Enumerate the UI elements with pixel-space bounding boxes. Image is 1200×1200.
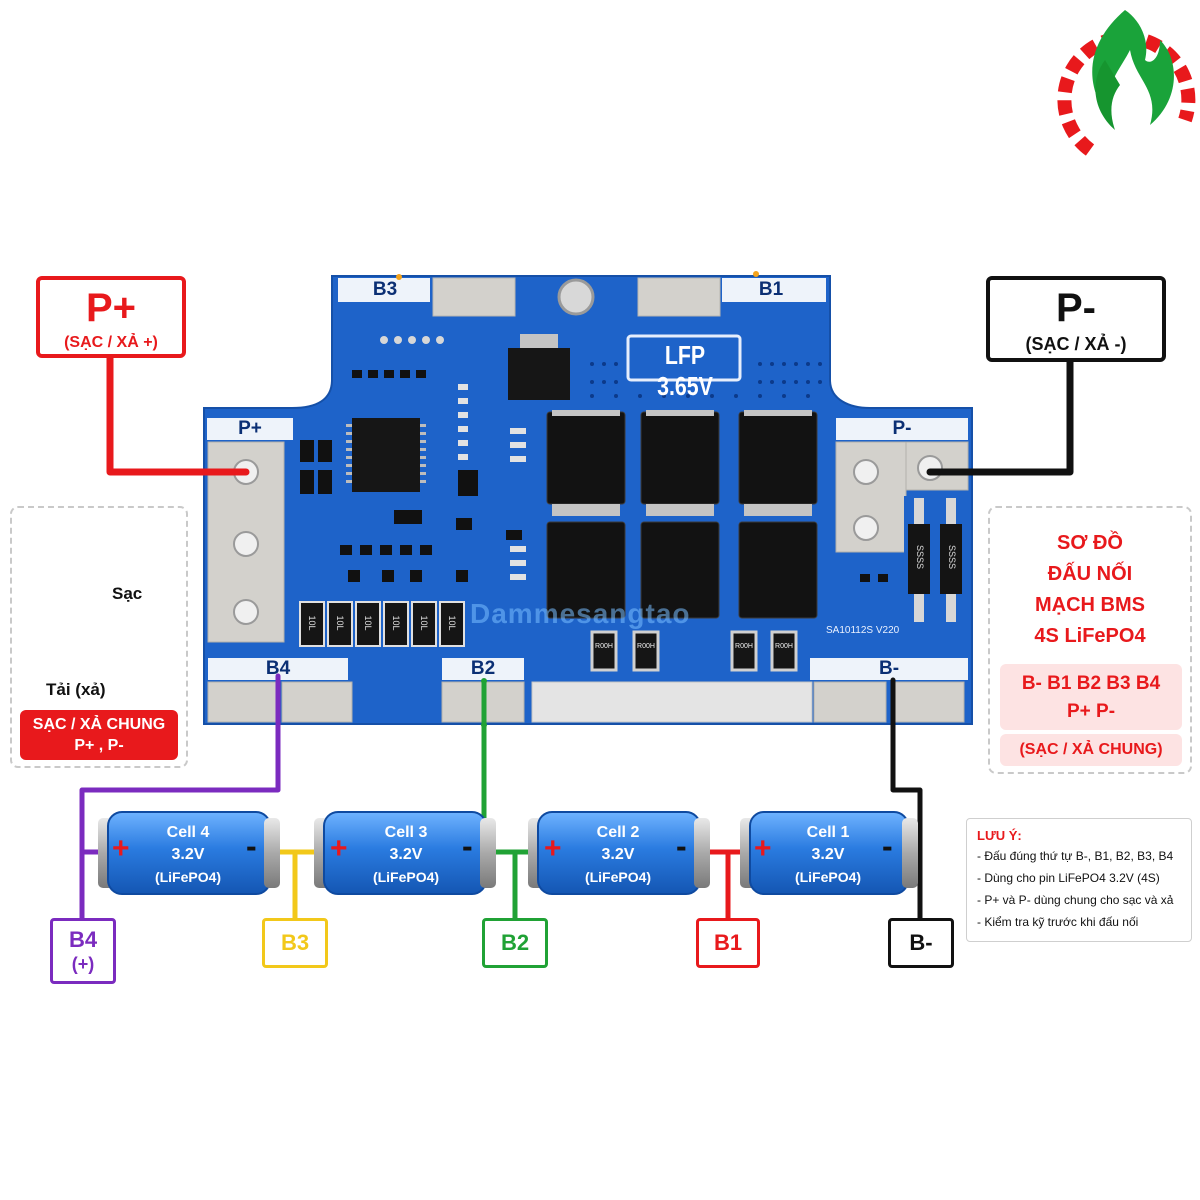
cell-2-body bbox=[528, 811, 710, 895]
cell-2-chem: (LiFePO4) bbox=[584, 869, 652, 885]
resistor-mark-2: 10L bbox=[335, 615, 345, 631]
wire-p-plus bbox=[106, 348, 250, 476]
shared-badge-line1: SẠC / XẢ CHUNG bbox=[32, 716, 166, 733]
cell-4-plus: + bbox=[112, 832, 130, 865]
notes-heading: LƯU Ý: bbox=[977, 828, 1022, 843]
cell-4-label: Cell 4 3.2V (LiFePO4) bbox=[130, 822, 246, 888]
battery-cells bbox=[98, 811, 918, 895]
cell-3-voltage: 3.2V bbox=[389, 846, 423, 863]
resistor-mark-6: 10L bbox=[447, 615, 457, 631]
terminal-b4: B4 (+) bbox=[50, 918, 116, 984]
shunt-mark-3: R00H bbox=[735, 643, 753, 650]
charger-label: Sạc bbox=[112, 584, 143, 603]
pad-label-b1: B1 bbox=[758, 279, 784, 300]
resistor-mark-1: 10L bbox=[307, 615, 317, 631]
order-line-2: P+ P- bbox=[1066, 701, 1116, 722]
cell-1-plus: + bbox=[754, 832, 772, 865]
cell-2-name: Cell 2 bbox=[596, 824, 640, 841]
cell-3-body bbox=[314, 811, 496, 895]
cell-3-name: Cell 3 bbox=[384, 824, 428, 841]
cell-1-label: Cell 1 3.2V (LiFePO4) bbox=[770, 822, 886, 888]
p-minus-callout-title: P- bbox=[1056, 286, 1096, 330]
terminal-b2: B2 bbox=[482, 918, 548, 968]
notes-box: LƯU Ý: - Đấu đúng thứ tự B-, B1, B2, B3,… bbox=[966, 818, 1192, 942]
diode-mark-2: SSSS bbox=[947, 544, 957, 569]
cell-3-label: Cell 3 3.2V (LiFePO4) bbox=[348, 822, 464, 888]
pad-label-b3: B3 bbox=[372, 279, 398, 300]
title-line-3: MẠCH BMS bbox=[1035, 594, 1145, 616]
title-line-4: 4S LiFePO4 bbox=[1034, 625, 1146, 647]
p-plus-callout-subtitle: (SẠC / XẢ +) bbox=[64, 334, 158, 351]
cell-4-voltage: 3.2V bbox=[171, 846, 205, 863]
wire-p-minus bbox=[926, 352, 1074, 476]
title-line-1: SƠ ĐỒ bbox=[1057, 532, 1123, 554]
flame-gear-logo bbox=[1057, 10, 1196, 156]
terminal-b3: B3 bbox=[262, 918, 328, 968]
cell-4-body bbox=[98, 811, 280, 895]
cell-3-minus: - bbox=[462, 828, 473, 864]
p-minus-callout-subtitle: (SẠC / XẢ -) bbox=[1025, 334, 1127, 354]
shared-charge-badge: SẠC / XẢ CHUNG P+ , P- bbox=[20, 710, 178, 760]
p-plus-callout-title: P+ bbox=[85, 286, 137, 330]
cell-2-minus: - bbox=[676, 828, 687, 864]
shunt-mark-4: R00H bbox=[775, 643, 793, 650]
cell-3-plus: + bbox=[330, 832, 348, 865]
note-item: - Đấu đúng thứ tự B-, B1, B2, B3, B4 bbox=[977, 849, 1174, 863]
cell-4-name: Cell 4 bbox=[166, 824, 210, 841]
note-item: - P+ và P- dùng chung cho sạc và xả bbox=[977, 893, 1174, 907]
order-line-3: (SẠC / XẢ CHUNG) bbox=[1000, 734, 1182, 766]
p-minus-callout: P- (SẠC / XẢ -) bbox=[986, 276, 1166, 362]
pad-label-p-minus: P- bbox=[892, 418, 912, 439]
note-item: - Kiểm tra kỹ trước khi đấu nối bbox=[977, 915, 1139, 929]
wire-b4 bbox=[79, 673, 281, 855]
p-plus-callout: P+ (SẠC / XẢ +) bbox=[36, 276, 186, 358]
resistor-mark-4: 10L bbox=[391, 615, 401, 631]
note-item: - Dùng cho pin LiFePO4 3.2V (4S) bbox=[977, 871, 1160, 885]
cell-1-voltage: 3.2V bbox=[811, 846, 845, 863]
diode-mark-1: SSSS bbox=[915, 544, 925, 569]
right-panel-title: SƠ ĐỒ ĐẤU NỐI MẠCH BMS 4S LiFePO4 bbox=[990, 528, 1190, 652]
terminal-b4-label: B4 bbox=[68, 927, 98, 952]
terminal-b1: B1 bbox=[696, 918, 760, 968]
shared-badge-line2: P+ , P- bbox=[74, 737, 124, 754]
wiring-order-box: B- B1 B2 B3 B4 P+ P- bbox=[1000, 664, 1182, 730]
cell-2-label: Cell 2 3.2V (LiFePO4) bbox=[560, 822, 676, 888]
shunt-mark-2: R00H bbox=[637, 643, 655, 650]
cell-1-minus: - bbox=[882, 828, 893, 864]
order-line-1: B- B1 B2 B3 B4 bbox=[1021, 673, 1161, 694]
cell-2-voltage: 3.2V bbox=[601, 846, 635, 863]
shunt-mark-1: R00H bbox=[595, 643, 613, 650]
notes-list: - Đấu đúng thứ tự B-, B1, B2, B3, B4 - D… bbox=[977, 845, 1181, 933]
resistor-mark-5: 10L bbox=[419, 615, 429, 631]
cell-1-name: Cell 1 bbox=[806, 824, 850, 841]
pad-label-b-minus: B- bbox=[878, 658, 900, 679]
pad-label-b2: B2 bbox=[470, 658, 496, 679]
terminal-b-minus: B- bbox=[888, 918, 954, 968]
board-model-label: LFP 3.65V bbox=[657, 340, 713, 401]
cell-3-chem: (LiFePO4) bbox=[372, 869, 440, 885]
cell-4-chem: (LiFePO4) bbox=[154, 869, 222, 885]
cell-4-minus: - bbox=[246, 828, 257, 864]
load-label: Tải (xả) bbox=[46, 680, 106, 699]
terminal-b4-sub: (+) bbox=[71, 954, 95, 974]
cell-2-plus: + bbox=[544, 832, 562, 865]
cell-1-body bbox=[740, 811, 918, 895]
board-silk-code: SA10112S V220 bbox=[826, 625, 900, 636]
right-info-panel: SƠ ĐỒ ĐẤU NỐI MẠCH BMS 4S LiFePO4 B- B1 … bbox=[988, 506, 1192, 774]
pad-label-b4: B4 bbox=[265, 658, 291, 679]
pad-label-p-plus: P+ bbox=[238, 418, 262, 439]
left-info-panel: Sạc Tải (xả) SẠC / XẢ CHUNG P+ , P- bbox=[10, 506, 188, 768]
watermark: Dammesangtao bbox=[470, 598, 691, 629]
title-line-2: ĐẤU NỐI bbox=[1047, 563, 1133, 585]
resistor-mark-3: 10L bbox=[363, 615, 373, 631]
cell-1-chem: (LiFePO4) bbox=[794, 869, 862, 885]
